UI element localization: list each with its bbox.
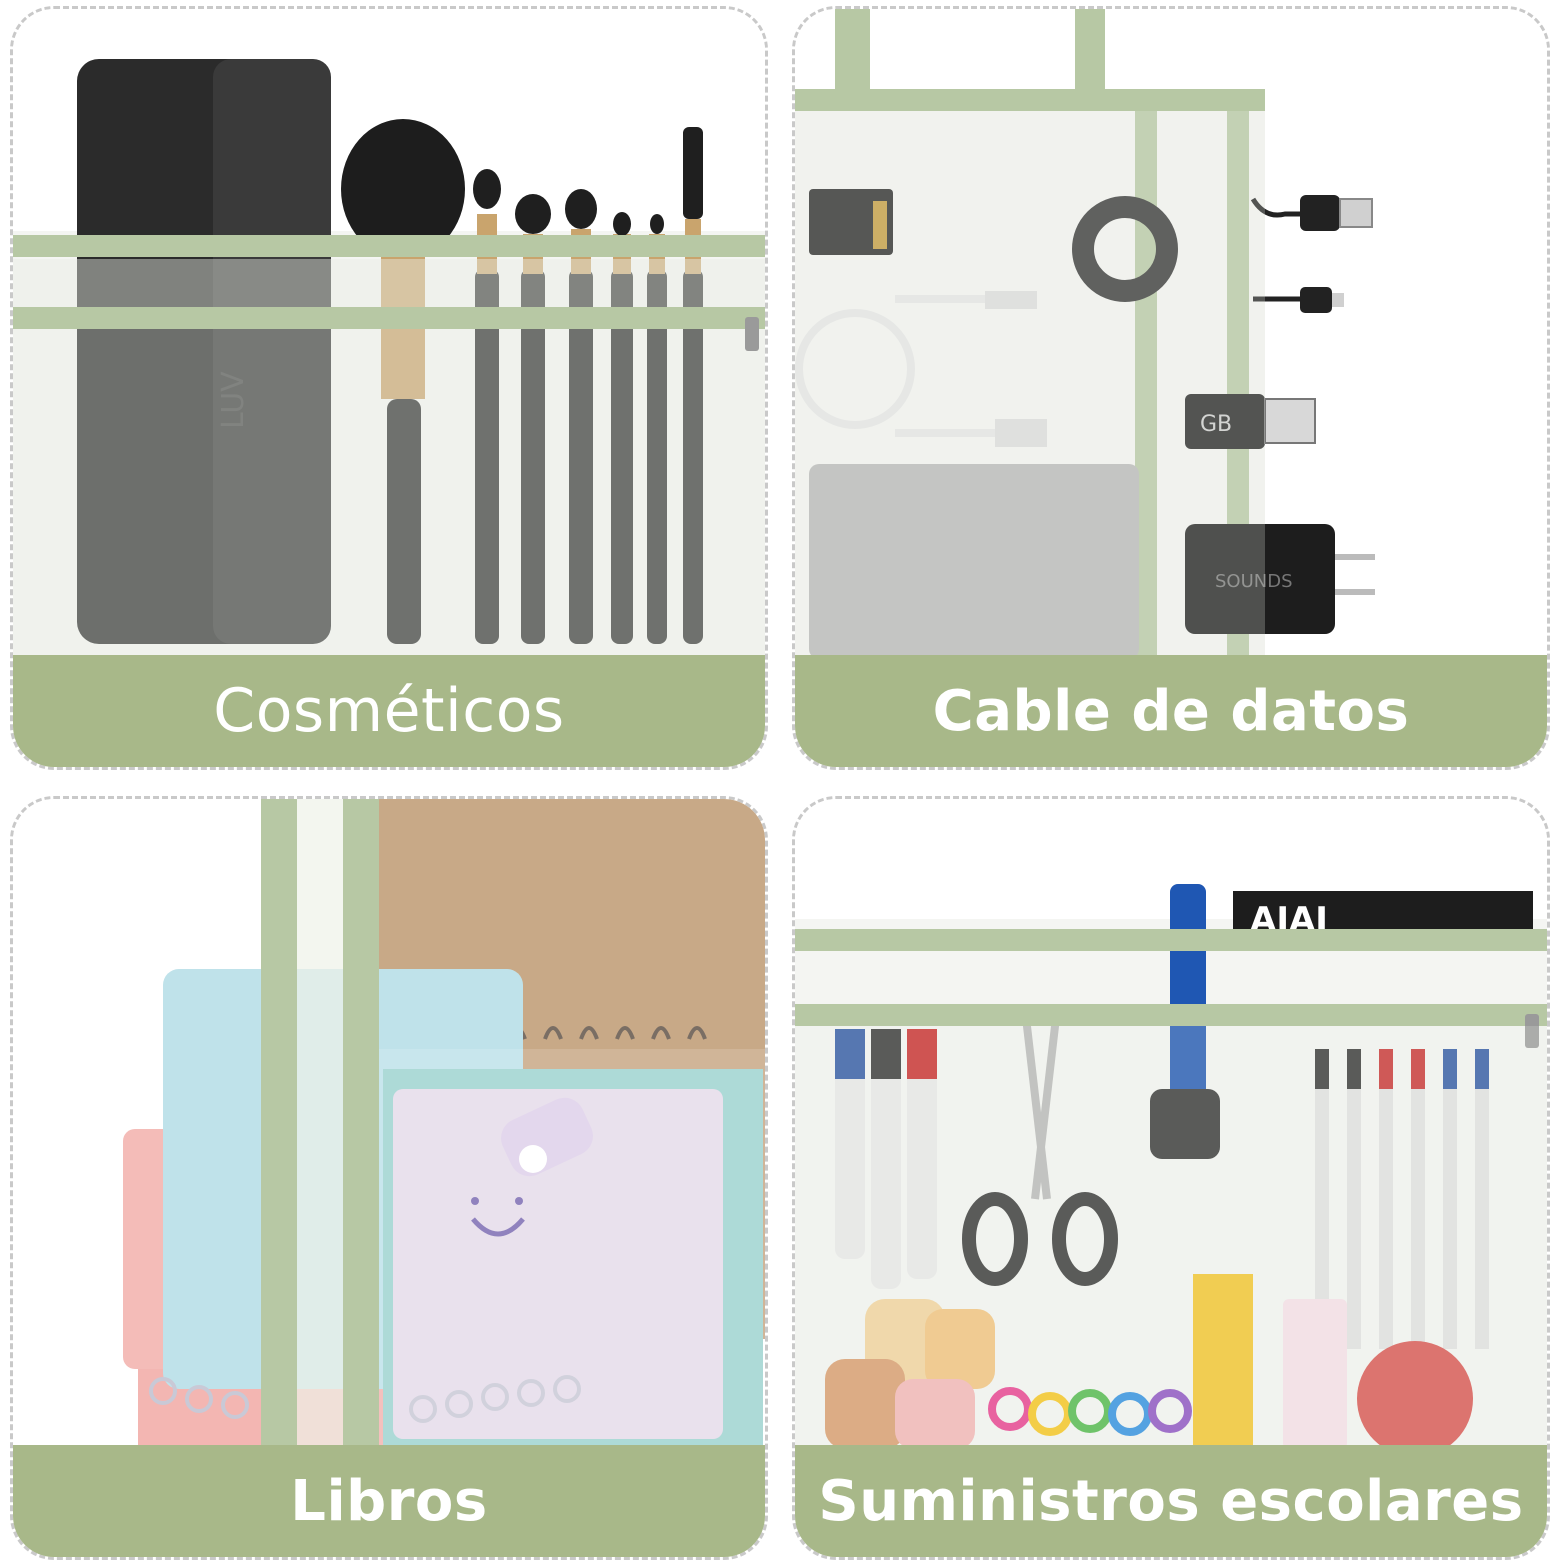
school-supplies-icon: AIAI xyxy=(795,799,1547,1449)
panel-label-libros: Libros xyxy=(290,1468,488,1534)
vertical-zipper-trim-left xyxy=(261,799,297,1449)
zipper-pull xyxy=(1525,1014,1539,1048)
second-zipper-trim xyxy=(795,1004,1547,1026)
scissors xyxy=(962,1008,1118,1286)
label-bar-cable-de-datos: Cable de datos xyxy=(795,655,1547,767)
panel-suministros-escolares: AIAI xyxy=(792,796,1550,1560)
books-photo xyxy=(13,799,765,1449)
panel-label-cable-de-datos: Cable de datos xyxy=(932,678,1410,744)
second-zipper-trim xyxy=(13,307,765,329)
panel-libros: Libros xyxy=(10,796,768,1560)
zipper-pull xyxy=(745,317,759,351)
panel-label-suministros-escolares: Suministros escolares xyxy=(818,1468,1524,1534)
lilac-planner xyxy=(393,1089,723,1439)
top-zipper-trim xyxy=(13,235,765,257)
stamp-pad xyxy=(1357,1341,1473,1449)
panel-cosmeticos: LUV xyxy=(10,6,768,770)
usb-cables-icon: GB SOUNDS xyxy=(795,9,1547,659)
cosmetics-photo: LUV xyxy=(13,9,765,659)
makeup-brushes-icon: LUV xyxy=(13,9,765,659)
micro-sd-card xyxy=(809,189,893,255)
white-coiled-cable xyxy=(795,309,915,429)
top-zipper-trim xyxy=(795,929,1547,951)
usb-drive xyxy=(1185,394,1265,449)
black-coiled-cable xyxy=(1072,196,1178,302)
vertical-zipper-trim-right xyxy=(343,799,379,1449)
colored-pencil-tube xyxy=(1193,1274,1253,1449)
brush-case-text: LUV xyxy=(216,371,251,429)
usb-drive-text: GB xyxy=(1200,412,1232,437)
notebooks-icon xyxy=(13,799,765,1449)
power-bank xyxy=(809,464,1139,659)
usb-charger xyxy=(1185,524,1335,634)
cables-photo: GB SOUNDS xyxy=(795,9,1547,659)
panel-label-cosmeticos: Cosméticos xyxy=(213,676,565,746)
label-bar-suministros-escolares: Suministros escolares xyxy=(795,1445,1547,1557)
charger-text: SOUNDS xyxy=(1215,571,1293,592)
school-supplies-photo: AIAI xyxy=(795,799,1547,1449)
label-bar-cosmeticos: Cosméticos xyxy=(13,655,765,767)
panel-cable-de-datos: GB SOUNDS Cable de datos xyxy=(792,6,1550,770)
label-bar-libros: Libros xyxy=(13,1445,765,1557)
